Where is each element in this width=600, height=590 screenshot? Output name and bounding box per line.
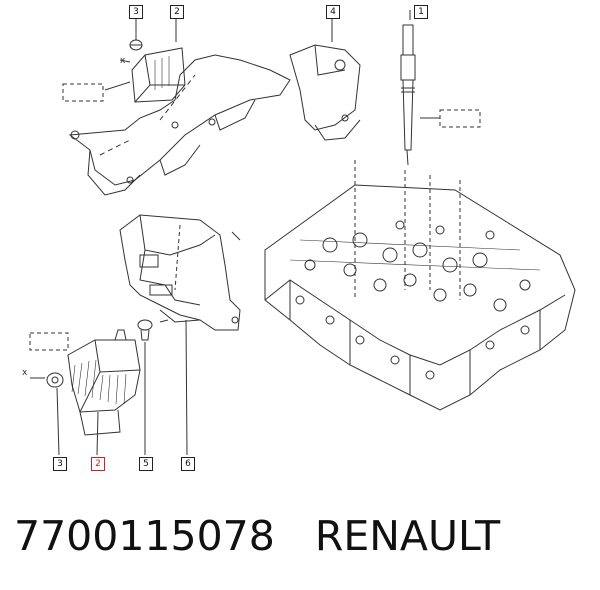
support-bracket [289, 18, 361, 141]
callout-4: 4 [326, 5, 340, 19]
axis-mark-x-bottom: x [22, 368, 28, 378]
lower-relay [30, 329, 141, 436]
callout-6: 6 [181, 457, 195, 471]
axis-mark-x-top: x [120, 56, 126, 66]
part-caption: 7700115078 RENAULT [14, 512, 500, 572]
glow-plug [400, 10, 440, 166]
upper-relay [129, 39, 186, 103]
upper-bracket [68, 54, 291, 196]
parts-diagram: x x [22, 10, 576, 456]
brand-name: RENAULT [314, 512, 501, 560]
callout-2-top: 2 [170, 5, 184, 19]
screw [137, 319, 169, 341]
callout-3-bottom: 3 [53, 457, 67, 471]
callout-1: 1 [414, 5, 428, 19]
part-number: 7700115078 [14, 512, 275, 560]
mounting-bracket [119, 214, 241, 331]
callout-3-top: 3 [129, 5, 143, 19]
callout-5: 5 [139, 457, 153, 471]
callout-2-bottom-highlighted: 2 [91, 457, 105, 471]
cylinder-head [264, 184, 576, 411]
